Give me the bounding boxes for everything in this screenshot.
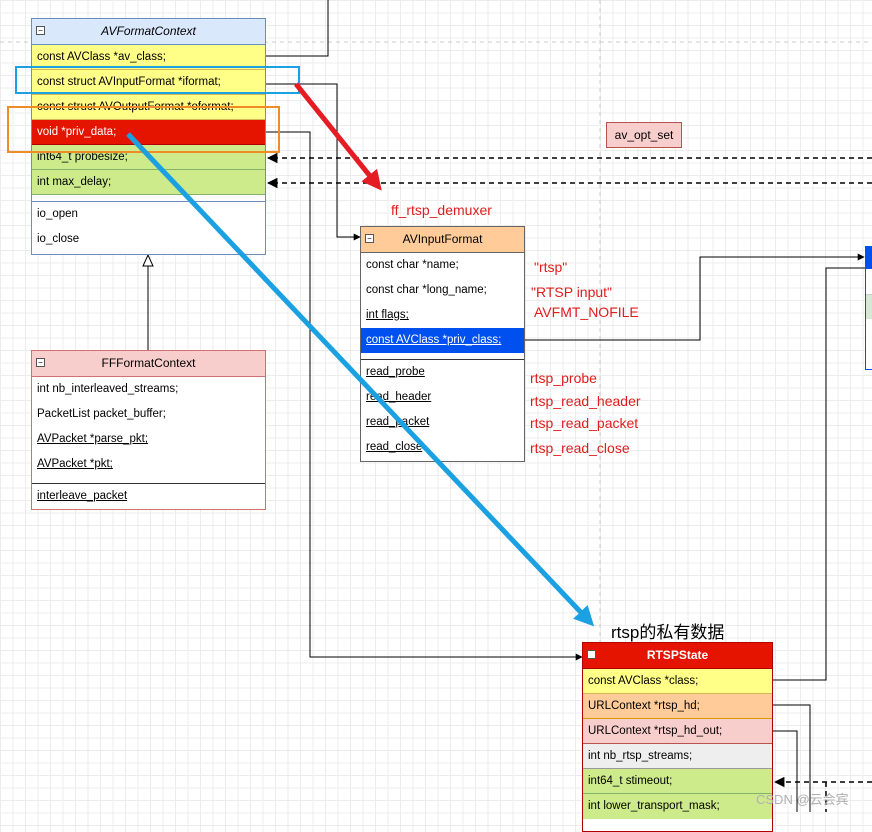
method-read-header[interactable]: read_header (366, 391, 432, 403)
field-parse-pkt[interactable]: AVPacket *parse_pkt; (37, 433, 149, 445)
av-opt-set-label: av_opt_set (614, 128, 674, 142)
rtspstate-class-connector (773, 267, 866, 681)
field-rtsp-hd-out[interactable]: URLContext *rtsp_hd_out; (583, 719, 772, 744)
offscreen-box-row (866, 295, 872, 319)
offscreen-class-box[interactable] (865, 246, 872, 370)
separator (361, 353, 524, 360)
field-iformat[interactable]: const struct AVInputFormat *iformat; (32, 70, 265, 95)
collapse-icon[interactable]: − (587, 650, 596, 659)
method-read-probe[interactable]: read_probe (366, 366, 425, 378)
avformatcontext-header[interactable]: − AVFormatContext (32, 19, 265, 45)
method-read-packet[interactable]: read_packet (366, 416, 430, 428)
offscreen-box-header (866, 247, 872, 269)
collapse-icon[interactable]: − (36, 358, 45, 367)
avinputformat-header[interactable]: − AVInputFormat (361, 227, 524, 253)
field-stimeout[interactable]: int64_t stimeout; (583, 769, 772, 794)
rtspstate-box[interactable]: − RTSPState const AVClass *class; URLCon… (582, 642, 773, 832)
method-io-open[interactable]: io_open (37, 208, 78, 220)
demuxer-label: ff_rtsp_demuxer (391, 202, 492, 218)
ffformatcontext-box[interactable]: − FFFormatContext int nb_interleaved_str… (31, 350, 266, 510)
method-io-close[interactable]: io_close (37, 233, 80, 245)
field-pkt[interactable]: AVPacket *pkt; (37, 458, 113, 470)
method-read-close[interactable]: read_close (366, 441, 423, 453)
private-data-caption: rtsp的私有数据 (611, 623, 725, 642)
watermark: CSDN @云会宾 (756, 792, 849, 807)
field-class[interactable]: const AVClass *class; (583, 669, 772, 694)
field-flags[interactable]: int flags; (366, 309, 409, 321)
offscreen-box-row (866, 269, 872, 295)
collapse-icon[interactable]: − (36, 26, 45, 35)
priv-class-connector (525, 253, 865, 341)
read-close-value-label: rtsp_read_close (530, 440, 630, 456)
name-value-label: "rtsp" (534, 259, 568, 275)
field-av-class[interactable]: const AVClass *av_class; (32, 45, 265, 70)
separator (32, 477, 265, 484)
field-rtsp-hd[interactable]: URLContext *rtsp_hd; (583, 694, 772, 719)
inheritance-arrowhead (142, 253, 154, 267)
read-packet-value-label: rtsp_read_packet (530, 415, 639, 431)
ffformatcontext-title: FFFormatContext (101, 356, 196, 370)
field-lower-transport-mask[interactable]: int lower_transport_mask; (583, 794, 772, 819)
field-priv-class[interactable]: const AVClass *priv_class; (361, 328, 524, 353)
iformat-connector (266, 83, 361, 241)
field-nb-interleaved-streams[interactable]: int nb_interleaved_streams; (37, 383, 179, 395)
iformat-highlight-outline (15, 66, 300, 94)
avinputformat-box[interactable]: − AVInputFormat const char *name; const … (360, 226, 525, 462)
separator (32, 195, 265, 202)
collapse-icon[interactable]: − (365, 234, 374, 243)
long-name-value-label: "RTSP input" (531, 284, 613, 300)
ffformatcontext-header[interactable]: − FFFormatContext (32, 351, 265, 377)
read-probe-value-label: rtsp_probe (530, 370, 597, 386)
flags-value-label: AVFMT_NOFILE (534, 304, 639, 320)
avformatcontext-title: AVFormatContext (101, 24, 196, 38)
rtspstate-header[interactable]: − RTSPState (583, 643, 772, 669)
rtsp-hd-connector (773, 704, 811, 812)
rtspstate-title: RTSPState (646, 648, 709, 662)
field-long-name[interactable]: const char *long_name; (366, 284, 487, 296)
avinputformat-title: AVInputFormat (402, 232, 483, 246)
field-max-delay[interactable]: int max_delay; (32, 170, 265, 195)
read-header-value-label: rtsp_read_header (530, 393, 641, 409)
field-nb-rtsp-streams[interactable]: int nb_rtsp_streams; (583, 744, 772, 769)
priv-data-highlight-outline (7, 106, 280, 153)
field-packet-buffer[interactable]: PacketList packet_buffer; (37, 408, 166, 420)
av-opt-set-box[interactable]: av_opt_set (606, 122, 682, 148)
method-interleave-packet[interactable]: interleave_packet (37, 490, 128, 502)
av-class-connector (266, 0, 329, 57)
rtsp-hd-out-connector (773, 730, 798, 812)
field-name[interactable]: const char *name; (366, 259, 459, 271)
